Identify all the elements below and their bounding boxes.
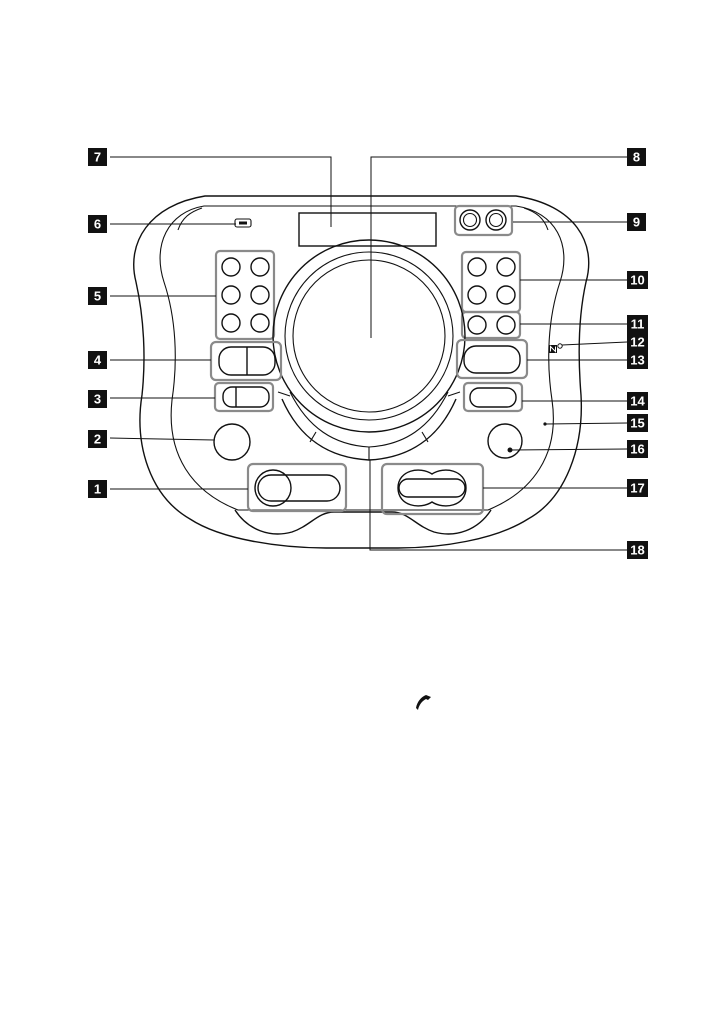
callout-16: 16: [627, 440, 648, 458]
callout-5: 5: [88, 287, 107, 305]
right-grid-button[interactable]: [497, 258, 515, 276]
callout-number: 4: [94, 353, 102, 368]
callout-number: 11: [631, 317, 645, 332]
callout-8: 8: [627, 148, 646, 166]
callout-18: 18: [627, 541, 648, 559]
callout-number: 1: [94, 482, 101, 497]
callout-13: 13: [627, 351, 648, 369]
right-round-button[interactable]: [488, 424, 522, 458]
callout-11: 11: [627, 315, 648, 333]
callout-number: 12: [630, 335, 644, 350]
display-window: [299, 213, 436, 246]
left-grid-button[interactable]: [251, 286, 269, 304]
callout-number: 10: [630, 273, 644, 288]
callout-14: 14: [627, 392, 648, 410]
callout-number: 2: [94, 432, 101, 447]
n-mark-icon: [549, 345, 557, 353]
left-grid-button[interactable]: [222, 314, 240, 332]
lower-left-slider[interactable]: [258, 475, 340, 501]
callout-10: 10: [627, 271, 648, 289]
callout-number: 15: [630, 416, 644, 431]
small-rocker-button[interactable]: [223, 387, 269, 407]
device-body: [134, 196, 589, 548]
callout-6: 6: [88, 215, 107, 233]
callout-number: 14: [630, 394, 645, 409]
lower-left-group-outline: [248, 464, 346, 511]
callout-number: 17: [630, 481, 644, 496]
jog-dial[interactable]: [273, 240, 465, 432]
callout-3: 3: [88, 390, 107, 408]
callout-number: 8: [633, 150, 640, 165]
callout-number: 18: [630, 543, 644, 558]
left-round-button[interactable]: [214, 424, 250, 460]
callout-number: 13: [630, 353, 644, 368]
callout-7: 7: [88, 148, 107, 166]
callout-9: 9: [627, 213, 646, 231]
small-right-button[interactable]: [470, 388, 516, 407]
left-grid-button[interactable]: [251, 258, 269, 276]
indicator-dot: [558, 344, 562, 348]
callout-4: 4: [88, 351, 107, 369]
callout-1: 1: [88, 480, 107, 498]
callout-17: 17: [627, 479, 648, 497]
callout-number: 7: [94, 150, 101, 165]
right-grid-button[interactable]: [468, 258, 486, 276]
pair-button[interactable]: [497, 316, 515, 334]
pair-button[interactable]: [468, 316, 486, 334]
callout-number: 5: [94, 289, 101, 304]
lower-right-group-outline: [382, 464, 483, 514]
left-grid-button[interactable]: [251, 314, 269, 332]
callout-2: 2: [88, 430, 107, 448]
usb-port-icon: [235, 219, 251, 227]
callout-15: 15: [627, 414, 648, 432]
pair-buttons-outline: [462, 312, 520, 338]
callout-number: 6: [94, 217, 101, 232]
left-grid-button[interactable]: [222, 286, 240, 304]
lower-right-control[interactable]: [398, 470, 466, 506]
left-grid-button[interactable]: [222, 258, 240, 276]
callout-number: 9: [633, 215, 640, 230]
callout-12: 12: [627, 333, 648, 351]
telephone-icon: [416, 695, 431, 710]
callout-number: 3: [94, 392, 101, 407]
callout-number: 16: [630, 442, 644, 457]
right-grid-button[interactable]: [497, 286, 515, 304]
left-button-grid-outline: [216, 251, 274, 339]
rocker-right-button[interactable]: [464, 346, 520, 373]
right-grid-button[interactable]: [468, 286, 486, 304]
